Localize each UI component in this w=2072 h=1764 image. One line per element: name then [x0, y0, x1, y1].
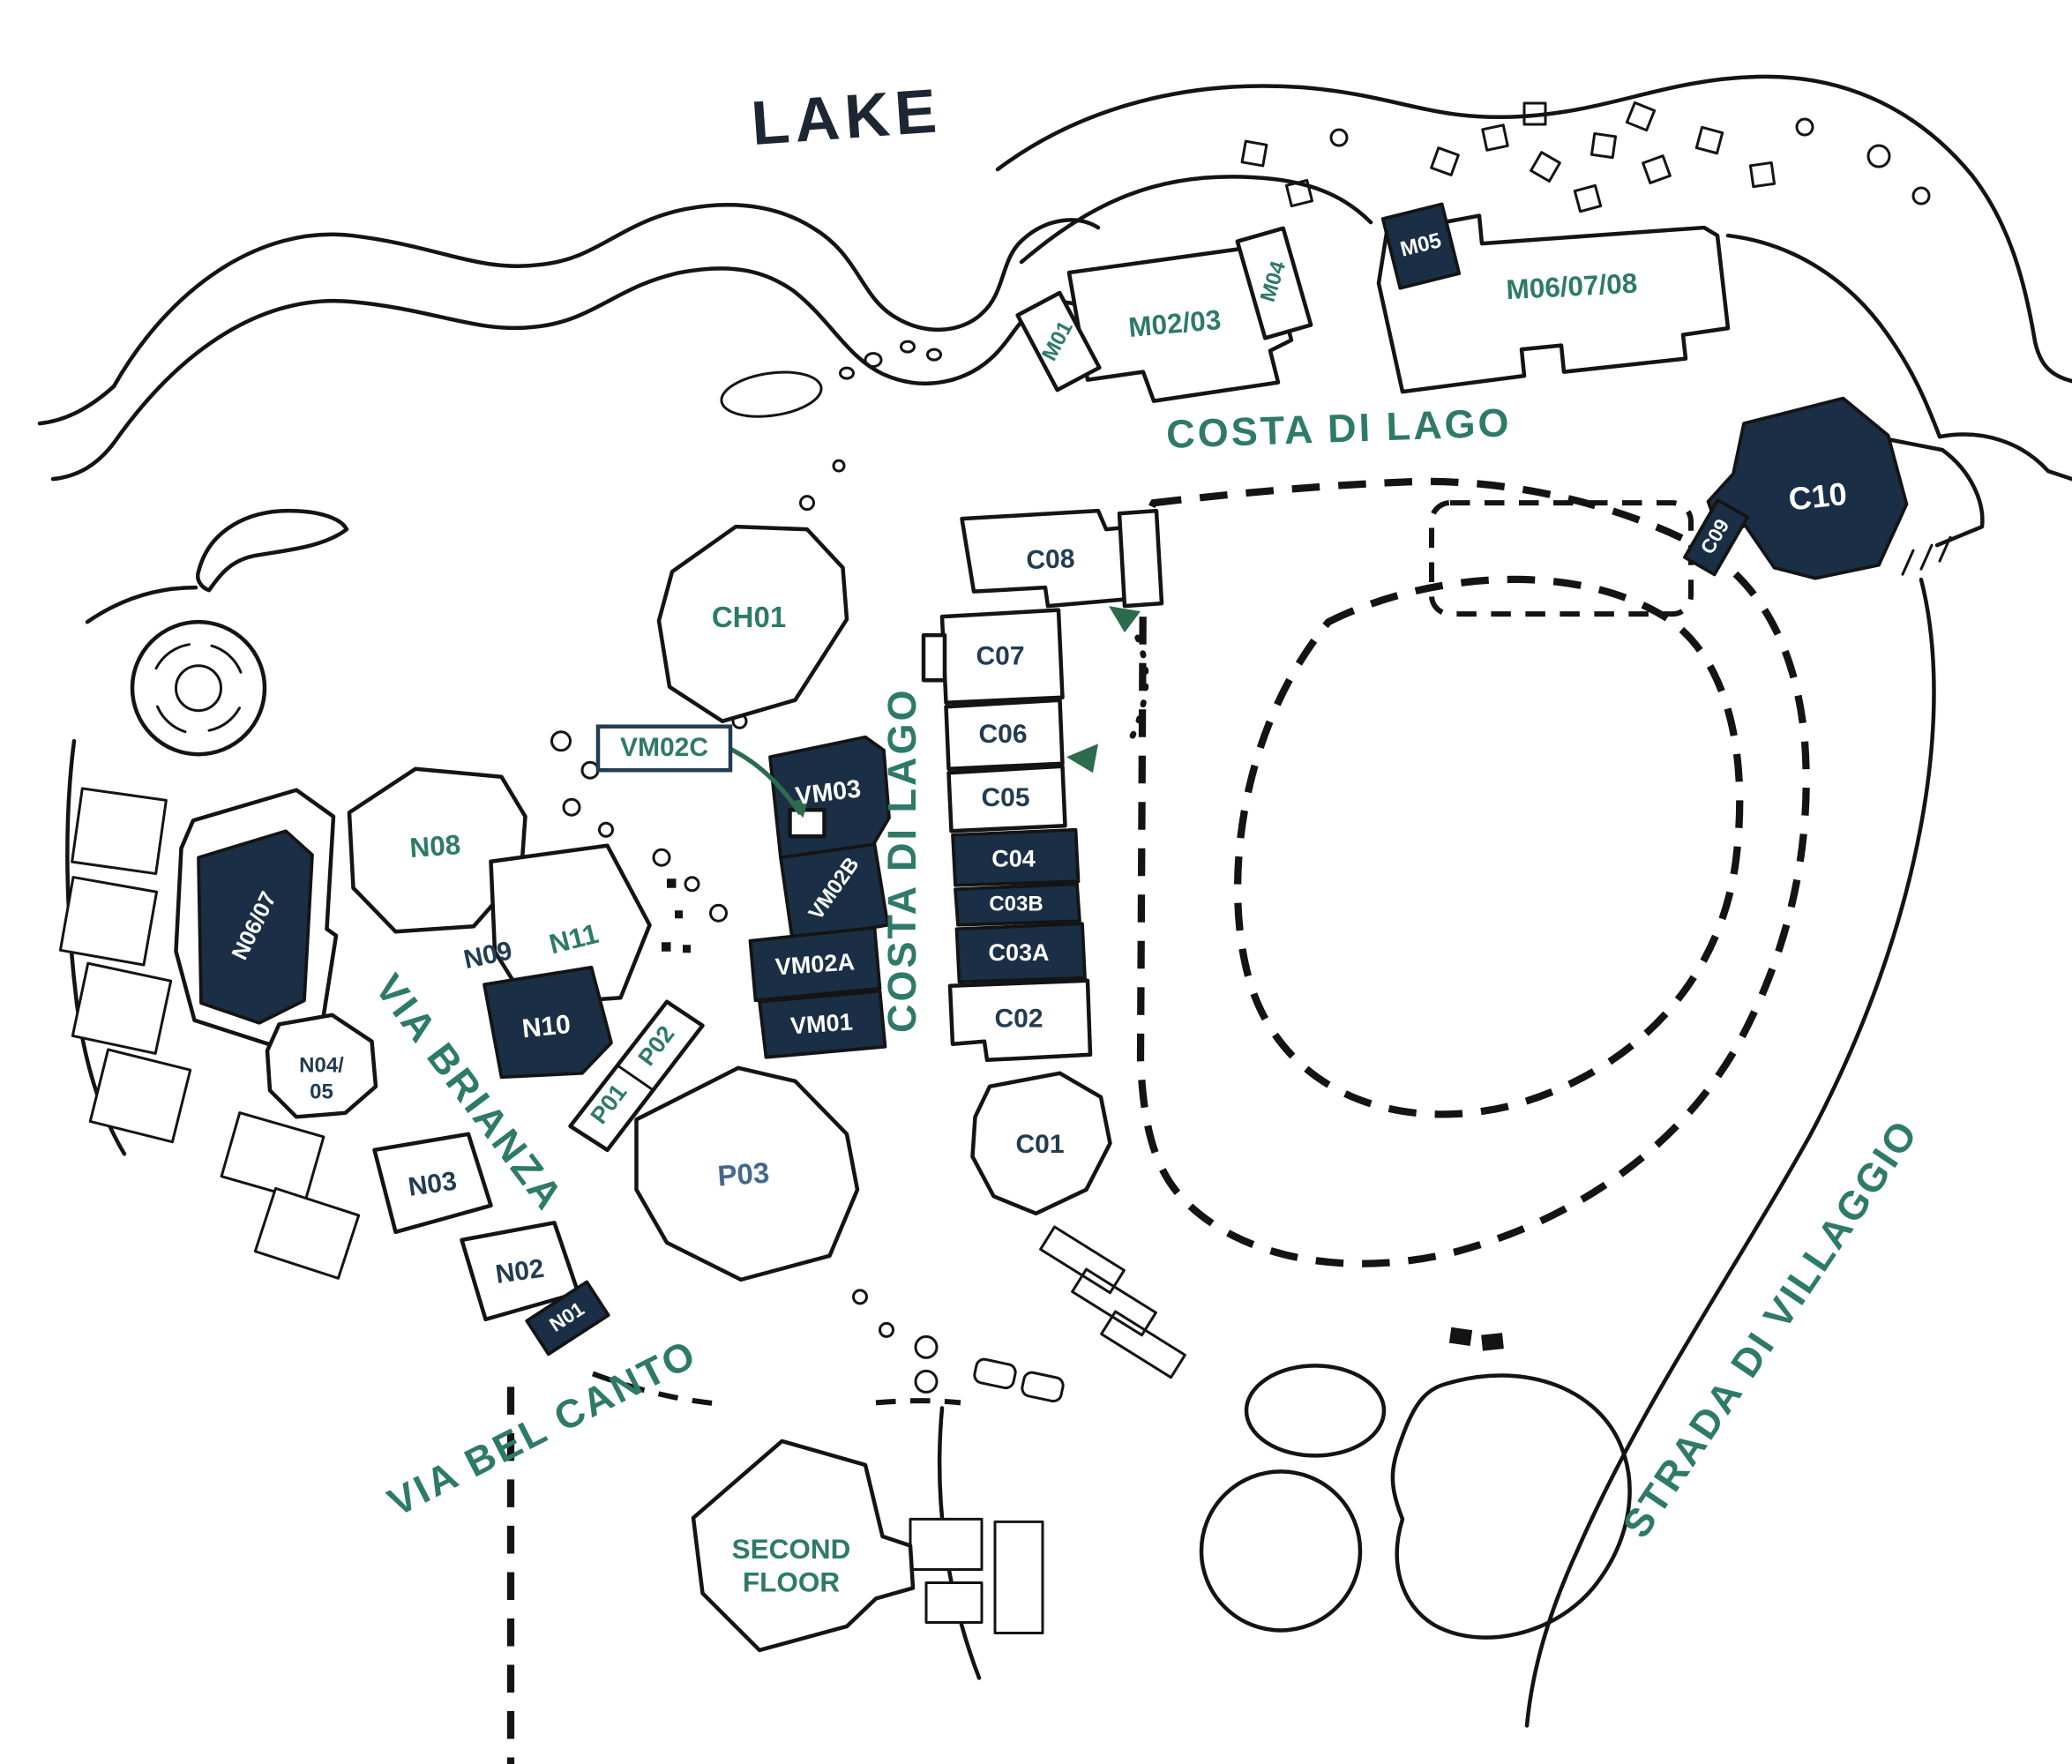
- building-label-n03: N03: [407, 1167, 459, 1202]
- building-n01: [525, 1280, 610, 1357]
- dashed-paths-bottom: [506, 1371, 961, 1764]
- building-vm01: [758, 989, 887, 1059]
- building-label-vm02c: VM02C: [620, 733, 708, 762]
- building-c05: [946, 764, 1067, 833]
- building-label-c05: C05: [981, 783, 1029, 812]
- vm02c-callout: VM02C: [595, 724, 809, 818]
- building-label-m06-07-08: M06/07/08: [1506, 267, 1639, 306]
- island-outline: [196, 508, 349, 593]
- building-label-n10: N10: [520, 1010, 572, 1044]
- building-c02: [947, 978, 1093, 1063]
- street-label-via-bel-canto: VIA BEL CANTO: [380, 1330, 704, 1525]
- building-n04-05: [265, 1013, 378, 1119]
- lake-label: LAKE: [749, 75, 944, 158]
- street-label-strada-di-villaggio: STRADA DI VILLAGGIO: [1613, 1110, 1927, 1545]
- building-m06-07-08: [1376, 213, 1731, 394]
- building-c10-neighbor: [1886, 437, 1985, 548]
- trees: [550, 459, 939, 1394]
- vm02c-callout-box: [595, 724, 733, 773]
- building-c09: [1682, 498, 1750, 577]
- second-floor-label-line2: FLOOR: [743, 1566, 840, 1597]
- street-label-costa-di-lago-top: COSTA DI LAGO: [1165, 400, 1512, 457]
- building-label-n08: N08: [408, 828, 461, 863]
- building-m01: [1015, 290, 1102, 392]
- building-c07-annex: [921, 632, 947, 683]
- building-label-c10: C10: [1787, 475, 1849, 518]
- building-p01-p02: [568, 999, 705, 1153]
- street-label-costa-di-lago-vertical: COSTA DI LAGO: [879, 687, 924, 1033]
- building-m04: [1235, 226, 1313, 340]
- building-c03b: [954, 882, 1081, 927]
- building-vm02b: [779, 842, 890, 943]
- building-vm02a: [748, 925, 882, 1003]
- route-trail: [1066, 606, 1149, 774]
- route-arrow-up-icon: [1109, 606, 1141, 633]
- building-label-n04-05-line2: 05: [310, 1080, 333, 1104]
- building-label-vm02a: VM02A: [774, 948, 856, 980]
- building-label-c04: C04: [991, 845, 1036, 871]
- building-label-c08: C08: [1026, 544, 1075, 575]
- beach-umbrellas: [1240, 101, 1931, 213]
- building-label-c07: C07: [976, 642, 1024, 671]
- building-c03a: [954, 922, 1087, 984]
- building-label-c02: C02: [994, 1005, 1043, 1034]
- building-n06-07: [197, 829, 314, 1025]
- building-label-ch01: CH01: [712, 601, 786, 633]
- building-c10: [1706, 396, 1909, 580]
- building-c04: [951, 827, 1081, 887]
- building-c01: [970, 1071, 1112, 1216]
- roundabout: [130, 619, 267, 757]
- pond: [720, 340, 942, 418]
- building-c08-annex: [1117, 508, 1164, 609]
- building-ch01: [656, 524, 849, 723]
- callout-arrow-icon: [789, 797, 809, 818]
- second-floor-label-line1: SECOND: [732, 1533, 851, 1565]
- unit-vm02c: [788, 807, 827, 839]
- left-terrace-lots: [58, 787, 361, 1280]
- building-c06: [944, 698, 1065, 771]
- building-label-vm01: VM01: [789, 1008, 853, 1039]
- building-label-c01: C01: [1015, 1130, 1064, 1159]
- building-label-c03a: C03A: [988, 939, 1049, 966]
- route-arrow-left-icon: [1066, 744, 1098, 774]
- building-n03: [372, 1132, 493, 1235]
- building-label-c03b: C03B: [989, 893, 1043, 916]
- building-label-p03: P03: [716, 1156, 770, 1192]
- buildings-dark: [197, 202, 1909, 1357]
- building-second-floor: [691, 1439, 916, 1653]
- building-n10: [482, 965, 613, 1080]
- building-label-n04-05-line1: N04/: [299, 1054, 344, 1078]
- building-p03: [634, 1065, 860, 1282]
- building-label-n02: N02: [494, 1254, 546, 1289]
- building-n11: [489, 843, 652, 1007]
- dashed-ring-road: [1136, 477, 1810, 1267]
- building-m05: [1380, 202, 1462, 290]
- pool-area: [909, 1225, 1632, 1640]
- building-label-c06: C06: [978, 720, 1027, 749]
